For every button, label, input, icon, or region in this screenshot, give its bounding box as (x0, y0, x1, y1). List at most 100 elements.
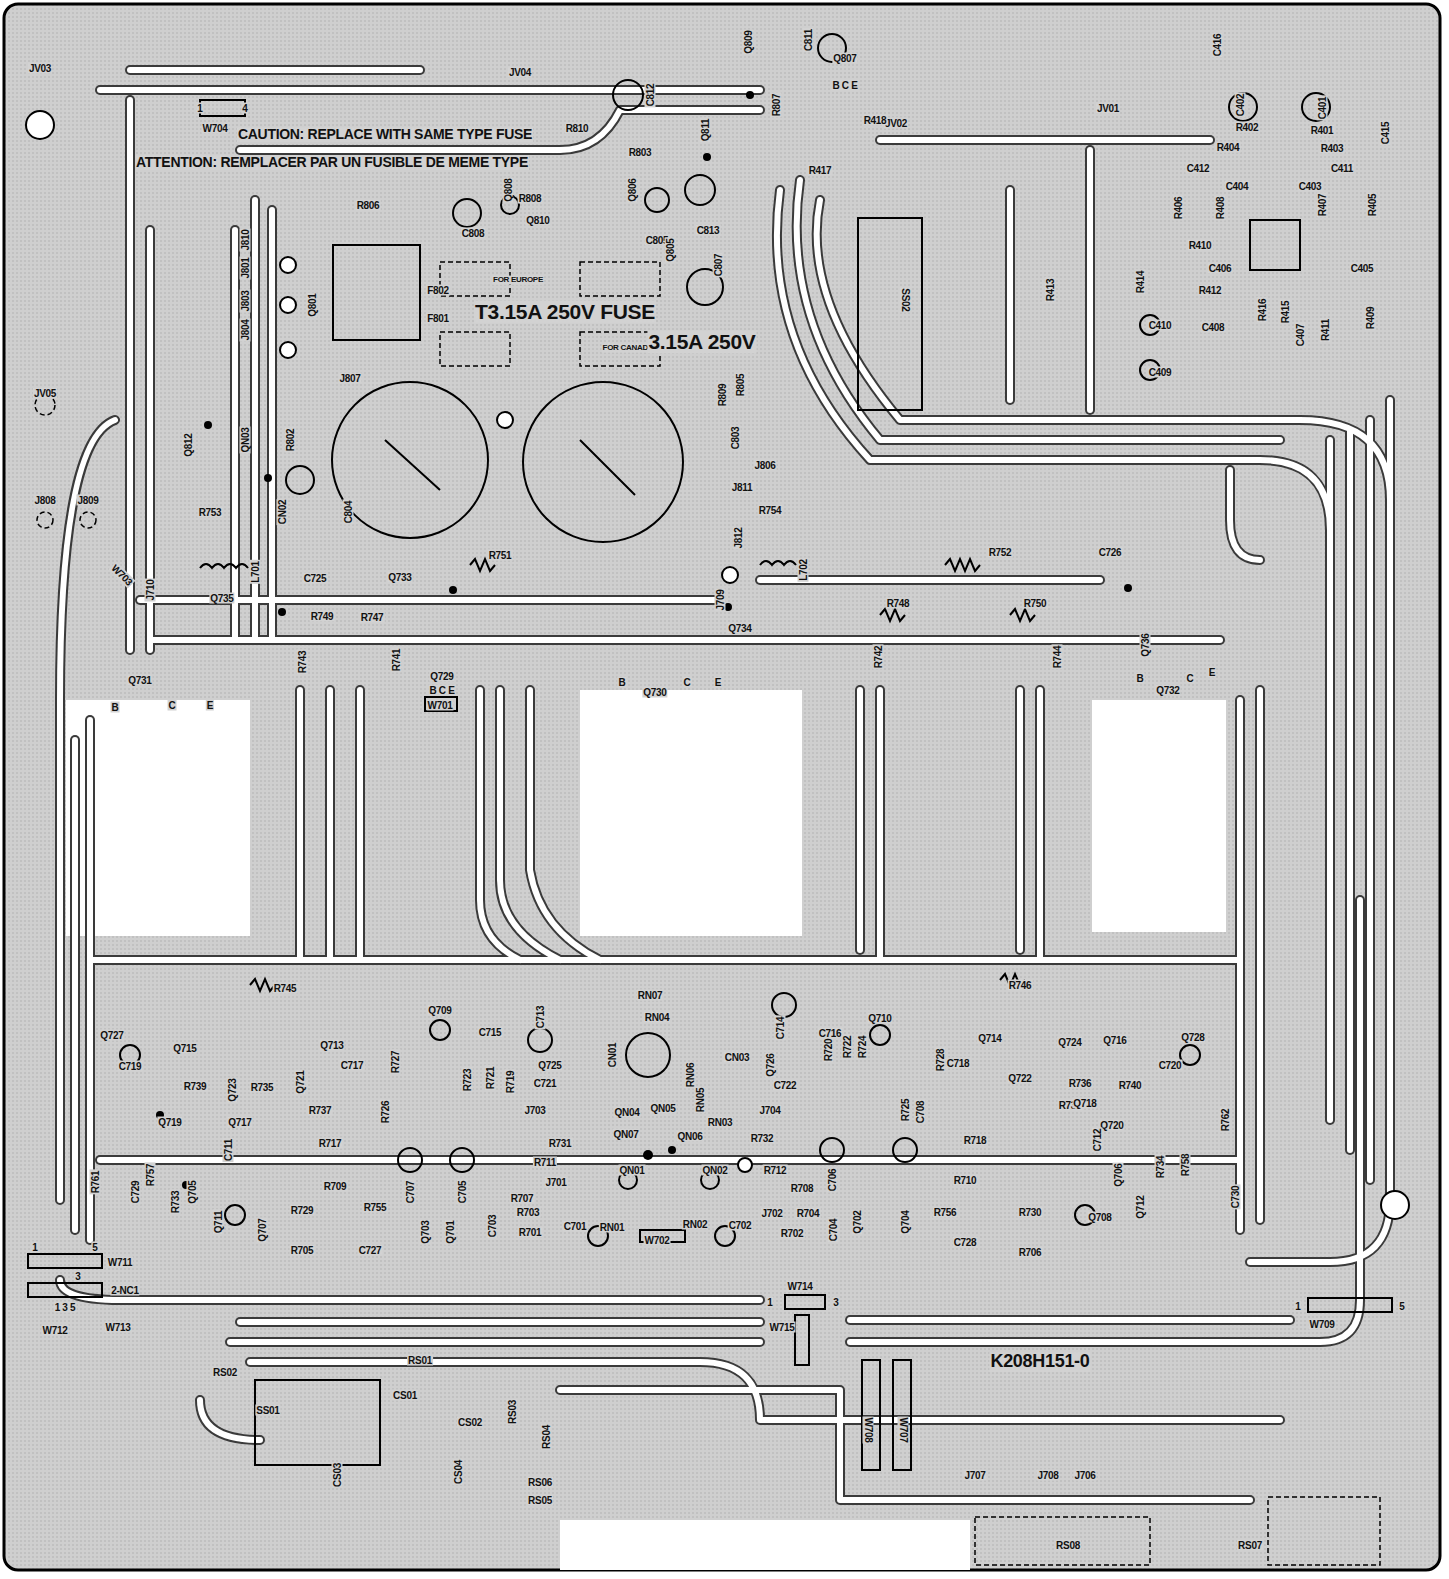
part-label: C713 (535, 1005, 546, 1030)
part-label: CS04 (453, 1459, 464, 1485)
part-label: RN03 (707, 1117, 733, 1128)
part-label: C412 (1186, 163, 1211, 174)
part-label: Q711 (213, 1210, 224, 1235)
part-label: J709 (715, 588, 726, 611)
part-label: R762 (1220, 1108, 1231, 1133)
part-label: R806 (356, 200, 381, 211)
part-label: CS02 (457, 1417, 483, 1428)
part-label: RN07 (637, 990, 663, 1001)
part-label: C409 (1148, 367, 1173, 378)
part-label: R722 (842, 1035, 853, 1060)
part-label: R757 (145, 1163, 156, 1188)
part-label: R737 (308, 1105, 333, 1116)
part-label: R754 (758, 505, 783, 516)
part-label: Q720 (1099, 1120, 1124, 1131)
part-label: R707 (510, 1193, 535, 1204)
part-label: C416 (1212, 33, 1223, 58)
part-label: R749 (310, 611, 335, 622)
part-label: C703 (487, 1214, 498, 1239)
part-label: Q810 (525, 215, 550, 226)
part-label: J811 (731, 482, 754, 493)
part-label: R402 (1235, 122, 1260, 133)
part-label: Q712 (1135, 1194, 1146, 1219)
part-label: RS07 (1237, 1540, 1263, 1551)
part-label: C715 (478, 1027, 503, 1038)
part-label: RN02 (682, 1219, 708, 1230)
part-label: R711 (533, 1157, 557, 1168)
part-label: R741 (391, 648, 402, 673)
part-label: R810 (565, 123, 590, 134)
part-label: J708 (1036, 1470, 1059, 1481)
part-label: Q729 (429, 671, 454, 682)
part-label: R743 (297, 650, 308, 675)
part-label: QN01 (619, 1165, 646, 1176)
part-label: C729 (130, 1180, 141, 1205)
part-label: Q719 (157, 1117, 182, 1128)
part-label: C401 (1317, 96, 1328, 121)
part-label: CN03 (724, 1052, 750, 1063)
part-label: QN06 (677, 1131, 704, 1142)
part-label: R712 (763, 1165, 788, 1176)
part-label: R724 (857, 1035, 868, 1060)
part-label: W711 (107, 1257, 133, 1268)
part-label: C406 (1208, 263, 1233, 274)
part-label: J702 (760, 1208, 783, 1219)
part-label: R401 (1310, 125, 1335, 136)
part-label: CN02 (277, 499, 288, 525)
part-label: Q730 (642, 687, 667, 698)
part-label: B (111, 702, 120, 713)
part-label: J807 (338, 373, 361, 384)
part-label: C717 (340, 1060, 365, 1071)
part-label: R803 (628, 147, 653, 158)
part-label: R418 (863, 115, 888, 126)
part-label: C701 (563, 1221, 588, 1232)
part-label: B C E (428, 685, 455, 696)
part-label: 1 3 5 (54, 1302, 77, 1313)
part-label: C808 (461, 228, 486, 239)
part-label: C404 (1225, 181, 1250, 192)
part-label: RN05 (695, 1087, 706, 1113)
part-label: J701 (544, 1177, 567, 1188)
part-label: J812 (733, 526, 744, 549)
part-label: R720 (823, 1038, 834, 1063)
part-label: C (683, 677, 692, 688)
part-label: R718 (963, 1135, 988, 1146)
warning-text: 3.15A 250V (647, 330, 756, 353)
part-label: RS06 (527, 1477, 553, 1488)
part-label: E (714, 677, 722, 688)
part-label: QN07 (613, 1129, 640, 1140)
part-label: R751 (488, 550, 513, 561)
part-label: R701 (518, 1227, 543, 1238)
part-label: R739 (183, 1081, 208, 1092)
part-label: C705 (457, 1180, 468, 1205)
part-label: C410 (1148, 320, 1173, 331)
part-label: R752 (988, 547, 1013, 558)
part-label: C704 (828, 1218, 839, 1243)
part-label: C712 (1092, 1128, 1103, 1153)
part-label: QN03 (240, 427, 251, 454)
part-label: Q801 (307, 292, 318, 317)
part-label: C402 (1235, 93, 1246, 118)
part-label: R736 (1068, 1078, 1093, 1089)
part-label: Q724 (1057, 1037, 1082, 1048)
part-label: JV01 (1096, 103, 1120, 114)
part-label: W707 (898, 1417, 909, 1444)
part-label: R708 (790, 1183, 815, 1194)
part-label: Q705 (187, 1179, 198, 1204)
part-label: Q709 (427, 1005, 452, 1016)
part-label: W713 (105, 1322, 132, 1333)
part-label: R416 (1257, 298, 1268, 323)
part-label: R750 (1023, 598, 1048, 609)
part-label: J808 (33, 495, 56, 506)
part-label: J801 (240, 256, 251, 279)
part-label: CN01 (607, 1042, 618, 1068)
part-label: CS01 (392, 1390, 418, 1401)
part-label: R728 (935, 1048, 946, 1073)
part-label: Q733 (387, 572, 412, 583)
part-label: R409 (1365, 306, 1376, 331)
part-label: R747 (360, 612, 385, 623)
part-label: C702 (728, 1220, 753, 1231)
part-label: Q715 (172, 1043, 197, 1054)
part-label: F801 (426, 313, 450, 324)
part-label: R403 (1320, 143, 1345, 154)
